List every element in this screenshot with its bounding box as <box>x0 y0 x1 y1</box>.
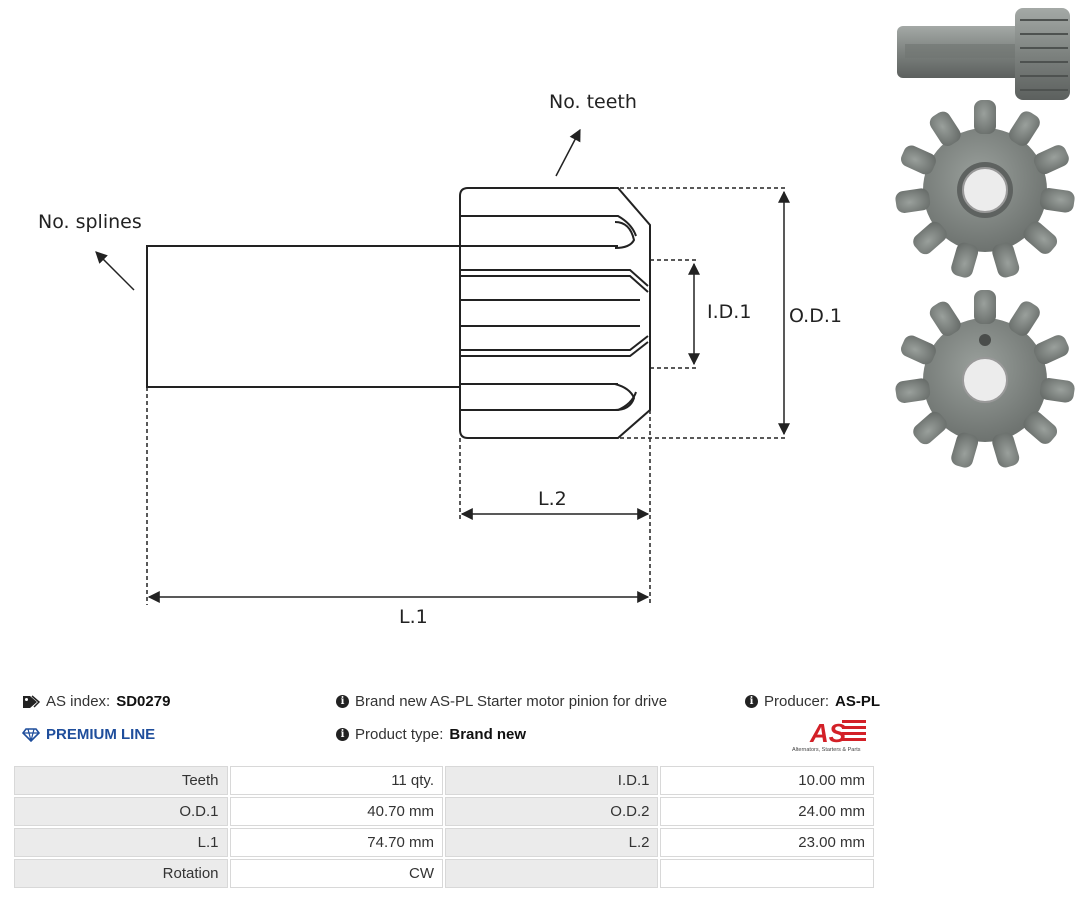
table-row: L.1 74.70 mm L.2 23.00 mm <box>14 828 874 857</box>
as-pl-logo: AS Alternators, Starters & Parts <box>792 718 866 753</box>
description-row: i Brand new AS-PL Starter motor pinion f… <box>336 693 667 710</box>
label-id1: I.D.1 <box>707 301 751 323</box>
as-index-label: AS index: <box>46 693 111 710</box>
label-l1: L.1 <box>399 606 428 628</box>
description-text: Brand new AS-PL Starter motor pinion for… <box>355 693 668 710</box>
info-icon: i <box>745 695 758 708</box>
spec-value: 40.70 mm <box>229 797 443 826</box>
spec-label: Rotation <box>14 859 228 888</box>
label-no-teeth: No. teeth <box>549 91 637 113</box>
shaft-outline <box>146 245 461 388</box>
product-type-value: Brand new <box>449 726 527 743</box>
logo-tagline: Alternators, Starters & Parts <box>792 747 861 753</box>
spec-value: 23.00 mm <box>660 828 874 857</box>
spec-label: Teeth <box>14 766 228 795</box>
gear-outline <box>459 187 651 439</box>
product-type-label: Product type: <box>355 726 444 743</box>
spec-value <box>660 859 874 888</box>
info-icon: i <box>336 728 349 741</box>
spec-label: L.2 <box>445 828 659 857</box>
as-index-value: SD0279 <box>116 693 171 710</box>
producer-value: AS-PL <box>835 693 881 710</box>
label-no-splines: No. splines <box>38 211 142 233</box>
splines-pointer-arrow <box>95 251 135 291</box>
spec-label <box>445 859 659 888</box>
spec-label: I.D.1 <box>445 766 659 795</box>
technical-drawing: No. teeth No. splines I.D.1 O.D.1 L.2 L.… <box>38 91 842 628</box>
spec-table: Teeth 11 qty. I.D.1 10.00 mm O.D.1 40.70… <box>12 764 876 890</box>
spec-value: 11 qty. <box>229 766 443 795</box>
spec-label: L.1 <box>14 828 228 857</box>
table-row: Rotation CW <box>14 859 874 888</box>
tags-icon <box>23 694 40 708</box>
logo-text: AS <box>809 718 847 748</box>
label-od1: O.D.1 <box>789 305 842 327</box>
spec-value: CW <box>229 859 443 888</box>
spec-value: 24.00 mm <box>660 797 874 826</box>
label-l2: L.2 <box>538 488 567 510</box>
premium-line-row: PREMIUM LINE <box>22 726 155 743</box>
producer-row: i Producer: AS-PL <box>745 693 880 710</box>
product-photos <box>894 8 1076 470</box>
extension-lines <box>146 187 788 605</box>
table-row: Teeth 11 qty. I.D.1 10.00 mm <box>14 766 874 795</box>
spec-label: O.D.1 <box>14 797 228 826</box>
spec-value: 74.70 mm <box>229 828 443 857</box>
as-index-row: AS index: SD0279 <box>22 693 170 710</box>
premium-line-label: PREMIUM LINE <box>46 726 156 743</box>
producer-label: Producer: <box>764 693 830 710</box>
pinion-front-photo <box>894 100 1076 280</box>
pinion-back-photo <box>894 290 1076 470</box>
diamond-icon <box>22 727 40 742</box>
teeth-pointer-arrow <box>555 128 581 177</box>
table-row: O.D.1 40.70 mm O.D.2 24.00 mm <box>14 797 874 826</box>
product-type-row: i Product type: Brand new <box>336 726 526 743</box>
spec-value: 10.00 mm <box>660 766 874 795</box>
info-icon: i <box>336 695 349 708</box>
gear-teeth-lines <box>460 215 649 411</box>
pinion-side-photo <box>897 8 1070 100</box>
spec-label: O.D.2 <box>445 797 659 826</box>
